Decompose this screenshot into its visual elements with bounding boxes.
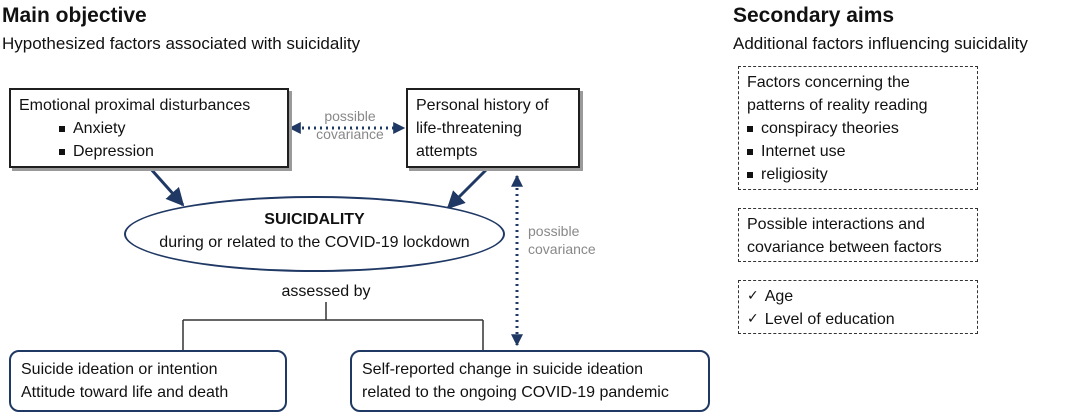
conspiracy-label: conspiracy theories bbox=[761, 120, 899, 137]
bullet-anxiety: Anxiety bbox=[19, 117, 279, 140]
secondary-aims-subtitle: Additional factors influencing suicidali… bbox=[733, 34, 1028, 53]
personal-history-box: Personal history of life-threatening att… bbox=[406, 88, 580, 168]
ideation-line-1: Suicide ideation or intention bbox=[21, 361, 218, 378]
main-objective-title: Main objective bbox=[2, 4, 147, 27]
religiosity-label: religiosity bbox=[761, 166, 828, 183]
main-objective-subtitle: Hypothesized factors associated with sui… bbox=[2, 34, 361, 53]
covariance-label-top: possible covariance bbox=[300, 107, 400, 143]
square-bullet-icon bbox=[747, 148, 753, 155]
square-bullet-icon bbox=[59, 148, 65, 155]
covariance-right-line-1: possible bbox=[528, 223, 580, 239]
arrow-emotional-to-suicidality bbox=[148, 167, 185, 207]
check-icon: ✓ bbox=[747, 288, 759, 304]
ideation-line-2: Attitude toward life and death bbox=[21, 384, 229, 401]
history-line-2: life-threatening bbox=[416, 120, 522, 137]
internet-use-label: Internet use bbox=[761, 143, 846, 160]
covariance-label-right: possible covariance bbox=[528, 222, 624, 258]
bullet-religiosity: religiosity bbox=[747, 163, 969, 186]
demographics-box: ✓ Age ✓ Level of education bbox=[738, 280, 978, 334]
secondary-aims-title: Secondary aims bbox=[733, 4, 895, 27]
reality-reading-box: Factors concerning the patterns of reali… bbox=[738, 66, 978, 190]
bullet-conspiracy: conspiracy theories bbox=[747, 117, 969, 140]
self-reported-change-box: Self-reported change in suicide ideation… bbox=[350, 350, 710, 412]
square-bullet-icon bbox=[59, 125, 65, 132]
interactions-box: Possible interactions and covariance bet… bbox=[738, 208, 978, 262]
suicide-ideation-box: Suicide ideation or intention Attitude t… bbox=[9, 350, 287, 412]
check-icon: ✓ bbox=[747, 311, 759, 327]
interactions-line-2: covariance between factors bbox=[747, 239, 942, 256]
square-bullet-icon bbox=[747, 171, 753, 178]
assessed-by-bracket bbox=[182, 302, 484, 350]
covariance-top-line-1: possible bbox=[324, 108, 376, 124]
emotional-disturbances-title: Emotional proximal disturbances bbox=[19, 97, 251, 114]
suicidality-subtitle: during or related to the COVID-19 lockdo… bbox=[159, 234, 470, 251]
age-label: Age bbox=[764, 288, 794, 305]
reality-line-1: Factors concerning the bbox=[747, 74, 910, 91]
covariance-top-line-2: covariance bbox=[316, 126, 384, 142]
change-line-1: Self-reported change in suicide ideation bbox=[362, 361, 644, 378]
history-line-3: attempts bbox=[416, 143, 478, 160]
suicidality-title: SUICIDALITY bbox=[264, 211, 365, 228]
change-line-2: related to the ongoing COVID-19 pandemic bbox=[362, 384, 669, 401]
anxiety-label: Anxiety bbox=[73, 120, 126, 137]
reality-line-2: patterns of reality reading bbox=[747, 97, 928, 114]
arrow-history-to-suicidality bbox=[446, 166, 490, 210]
bullet-depression: Depression bbox=[19, 140, 279, 163]
bullet-internet: Internet use bbox=[747, 140, 969, 163]
history-line-1: Personal history of bbox=[416, 97, 549, 114]
interactions-line-1: Possible interactions and bbox=[747, 216, 925, 233]
education-label: Level of education bbox=[764, 311, 895, 328]
assessed-by-label: assessed by bbox=[281, 283, 371, 300]
depression-label: Depression bbox=[73, 143, 154, 160]
covariance-right-line-2: covariance bbox=[528, 241, 596, 257]
emotional-disturbances-box: Emotional proximal disturbances Anxiety … bbox=[9, 88, 289, 168]
check-education: ✓ Level of education bbox=[747, 308, 969, 331]
suicidality-ellipse: SUICIDALITY during or related to the COV… bbox=[124, 196, 505, 272]
square-bullet-icon bbox=[747, 125, 753, 132]
check-age: ✓ Age bbox=[747, 285, 969, 308]
